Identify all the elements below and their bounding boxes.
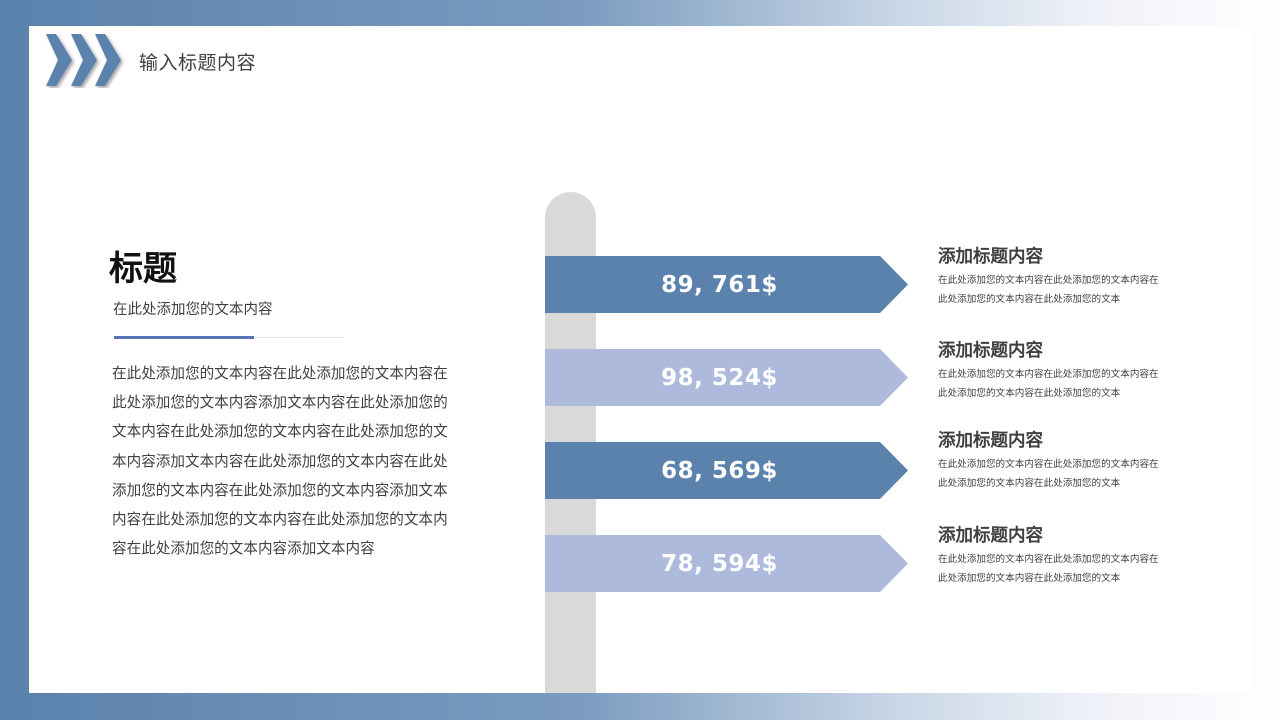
- divider-accent: [114, 336, 254, 339]
- signpost-value: 78, 594$: [661, 550, 778, 577]
- info-description: 在此处添加您的文本内容在此处添加您的文本内容在此处添加您的文本内容在此处添加您的…: [938, 275, 1159, 305]
- signpost-value: 68, 569$: [661, 457, 778, 484]
- section-body-text: 在此处添加您的文本内容在此处添加您的文本内容在此处添加您的文本内容添加文本内容在…: [112, 365, 448, 558]
- signpost-info-3: 添加标题内容 在此处添加您的文本内容在此处添加您的文本内容在此处添加您的文本内容…: [938, 430, 1178, 493]
- triple-chevron-right-icon: [46, 34, 121, 86]
- signpost-value: 98, 524$: [661, 364, 778, 391]
- section-subtitle: 在此处添加您的文本内容: [113, 302, 273, 318]
- info-description: 在此处添加您的文本内容在此处添加您的文本内容在此处添加您的文本内容在此处添加您的…: [938, 369, 1159, 399]
- signpost-info-2: 添加标题内容 在此处添加您的文本内容在此处添加您的文本内容在此处添加您的文本内容…: [938, 340, 1178, 403]
- info-description: 在此处添加您的文本内容在此处添加您的文本内容在此处添加您的文本内容在此处添加您的…: [938, 554, 1159, 584]
- info-title: 添加标题内容: [938, 431, 1043, 451]
- signpost-info-1: 添加标题内容 在此处添加您的文本内容在此处添加您的文本内容在此处添加您的文本内容…: [938, 246, 1178, 309]
- info-title: 添加标题内容: [938, 526, 1043, 546]
- signpost-arrow-2: 98, 524$: [545, 349, 908, 406]
- info-description: 在此处添加您的文本内容在此处添加您的文本内容在此处添加您的文本内容在此处添加您的…: [938, 459, 1159, 489]
- signpost-value: 89, 761$: [661, 271, 778, 298]
- signpost-arrow-3: 68, 569$: [545, 442, 908, 499]
- signpost-info-4: 添加标题内容 在此处添加您的文本内容在此处添加您的文本内容在此处添加您的文本内容…: [938, 525, 1178, 588]
- page-title: 输入标题内容: [139, 52, 257, 74]
- info-title: 添加标题内容: [938, 341, 1043, 361]
- signpost-arrow-1: 89, 761$: [545, 256, 908, 313]
- signpost-arrow-4: 78, 594$: [545, 535, 908, 592]
- info-title: 添加标题内容: [938, 247, 1043, 267]
- section-heading: 标题: [109, 249, 177, 289]
